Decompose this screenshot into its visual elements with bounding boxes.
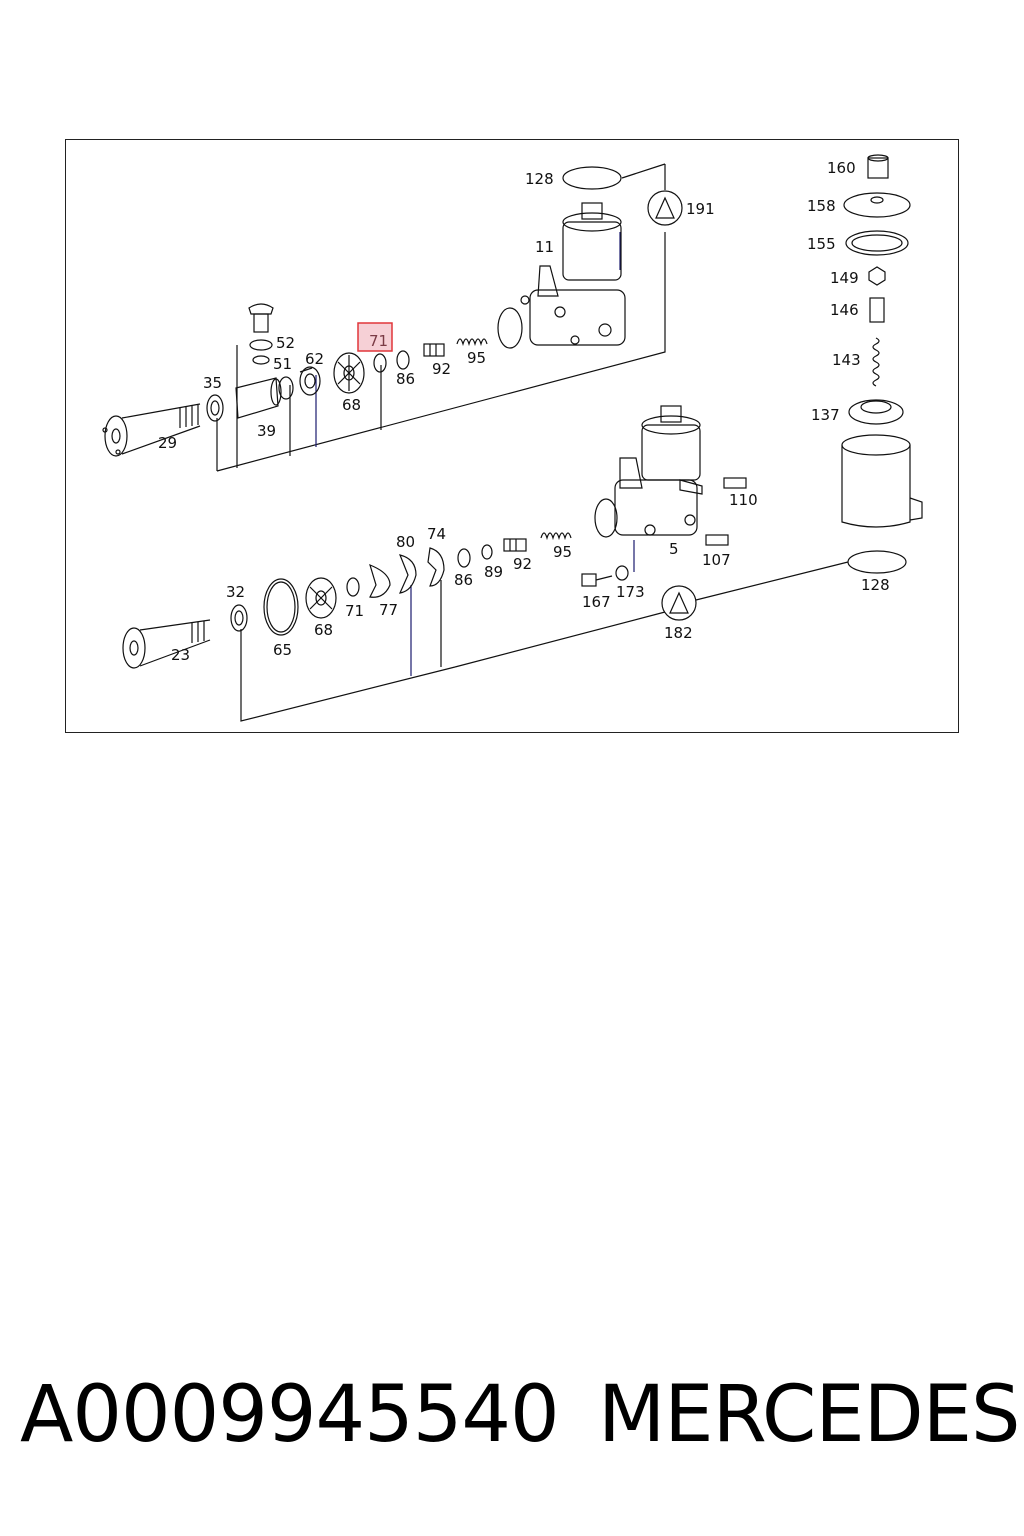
oring-51 xyxy=(252,355,270,365)
bearing-32 xyxy=(230,604,248,632)
callout-23: 23 xyxy=(171,646,190,664)
cap-160 xyxy=(867,154,889,179)
callout-89: 89 xyxy=(484,563,503,581)
oring-128-top xyxy=(562,166,622,190)
assembly-line-lower xyxy=(240,629,456,722)
callout-32: 32 xyxy=(226,583,245,601)
disc-158 xyxy=(843,192,911,218)
callout-68: 68 xyxy=(342,396,361,414)
cover-137 xyxy=(848,399,904,425)
part-number: A0009945540 xyxy=(20,1370,560,1460)
fitting-110 xyxy=(723,477,747,489)
callout-35: 35 xyxy=(203,374,222,392)
callout-137: 137 xyxy=(811,406,840,424)
callout-143: 143 xyxy=(832,351,861,369)
ring-65 xyxy=(263,578,299,636)
shaft-29 xyxy=(102,403,201,457)
callout-86: 86 xyxy=(396,370,415,388)
callout-182: 182 xyxy=(664,624,693,642)
callout-107: 107 xyxy=(702,551,731,569)
ring-71 xyxy=(373,353,387,373)
callout-128: 128 xyxy=(525,170,554,188)
exploded-parts-diagram: 128 191 11 52 51 62 71 86 92 95 35 68 39… xyxy=(102,154,923,722)
callout-86-lower: 86 xyxy=(454,571,473,589)
callout-11: 11 xyxy=(535,238,554,256)
bearing-62 xyxy=(299,366,321,396)
callout-52: 52 xyxy=(276,334,295,352)
callout-65: 65 xyxy=(273,641,292,659)
callout-29: 29 xyxy=(158,434,177,452)
oring-52 xyxy=(249,339,273,351)
leader-182 xyxy=(454,611,666,668)
cap-182 xyxy=(661,585,697,621)
pump-5 xyxy=(594,405,703,538)
callout-74: 74 xyxy=(427,525,446,543)
callout-62: 62 xyxy=(305,350,324,368)
callout-95: 95 xyxy=(467,349,486,367)
callout-160: 160 xyxy=(827,159,856,177)
callout-71-lower: 71 xyxy=(345,602,364,620)
highlight-box-71 xyxy=(357,322,393,352)
callout-110: 110 xyxy=(729,491,758,509)
plate-80 xyxy=(398,554,417,594)
bearing-35 xyxy=(206,394,224,422)
washer-173 xyxy=(615,565,629,581)
oring-128-bottom xyxy=(847,550,907,574)
brand-name: MERCEDES xyxy=(598,1370,1020,1460)
assembly-line-upper xyxy=(216,232,666,472)
valve-92-lower xyxy=(503,538,527,552)
callout-173: 173 xyxy=(616,583,645,601)
cap-191 xyxy=(647,190,683,226)
ring-86-upper xyxy=(396,350,410,370)
ring-89 xyxy=(481,544,493,560)
shaft-23 xyxy=(122,619,211,669)
callout-155: 155 xyxy=(807,235,836,253)
callout-71-highlighted: 71 xyxy=(369,332,388,350)
callout-95-lower: 95 xyxy=(553,543,572,561)
callout-149: 149 xyxy=(830,269,859,287)
callout-92: 92 xyxy=(432,360,451,378)
valve-92-upper xyxy=(423,343,445,357)
sleeve-146 xyxy=(869,297,885,323)
ring-155 xyxy=(845,230,909,256)
bolt-167 xyxy=(581,573,613,587)
reservoir-5 xyxy=(841,434,923,528)
callout-146: 146 xyxy=(830,301,859,319)
rotor-68-lower xyxy=(305,577,337,619)
housing-35 xyxy=(235,377,282,419)
ring-39 xyxy=(278,376,294,400)
callout-80: 80 xyxy=(396,533,415,551)
part-footer: A0009945540 MERCEDES xyxy=(20,1370,1020,1470)
spring-95-upper xyxy=(456,338,488,347)
callout-128-lower: 128 xyxy=(861,576,890,594)
callout-92-lower: 92 xyxy=(513,555,532,573)
callout-5: 5 xyxy=(669,540,679,558)
callout-77: 77 xyxy=(379,601,398,619)
leader-128-bottom xyxy=(695,561,849,601)
pump-11 xyxy=(497,202,626,349)
leader-128-top xyxy=(621,163,666,179)
callout-68-lower: 68 xyxy=(314,621,333,639)
parts-diagram-frame xyxy=(65,139,959,733)
plug-52 xyxy=(248,303,274,333)
callout-51: 51 xyxy=(273,355,292,373)
rotor-68-upper xyxy=(333,352,365,394)
ring-86-lower xyxy=(457,548,471,568)
fitting-107 xyxy=(705,534,729,546)
spring-143 xyxy=(872,337,880,387)
callout-191: 191 xyxy=(686,200,715,218)
plate-74 xyxy=(427,547,445,587)
nut-149 xyxy=(868,266,886,286)
plate-77 xyxy=(369,563,391,598)
ring-71-lower xyxy=(346,577,360,597)
callout-39: 39 xyxy=(257,422,276,440)
spring-95-lower xyxy=(540,532,572,541)
callout-167: 167 xyxy=(582,593,611,611)
callout-158: 158 xyxy=(807,197,836,215)
